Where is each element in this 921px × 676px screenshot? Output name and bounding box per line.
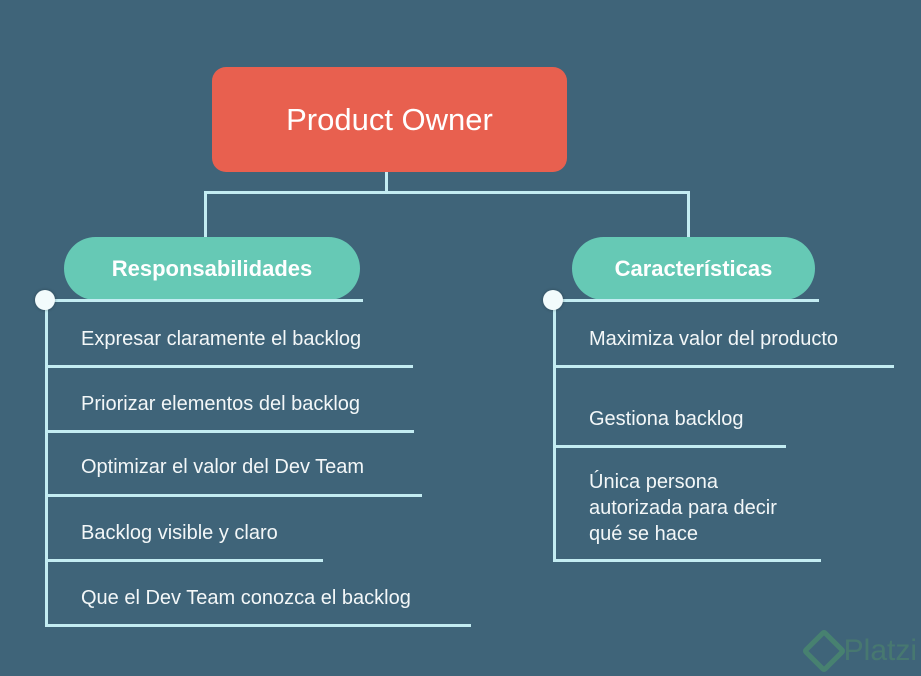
bullet-dot-icon	[35, 290, 55, 310]
watermark: Platzi	[801, 628, 917, 674]
list-item: Que el Dev Team conozca el backlog	[81, 587, 411, 609]
divider	[553, 365, 894, 368]
branch-label: Responsabilidades	[111, 255, 313, 281]
branch-left-spine	[45, 300, 48, 626]
list-item: Expresar claramente el backlog	[81, 328, 362, 350]
divider	[45, 365, 413, 368]
platzi-logo-icon	[801, 628, 847, 674]
list-item: Optimizar el valor del Dev Team	[81, 456, 365, 478]
connector-horizontal	[204, 191, 690, 194]
list-item: Única persona autorizada para decir qué …	[589, 471, 777, 545]
list-item: Gestiona backlog	[589, 408, 744, 430]
connector-left-down	[204, 191, 207, 237]
connector-right-down	[687, 191, 690, 237]
list-item: Backlog visible y claro	[81, 522, 278, 544]
branch-node-caracteristicas: Características	[572, 237, 815, 300]
root-label: Product Owner	[286, 101, 493, 137]
divider	[45, 430, 414, 433]
divider	[553, 445, 786, 448]
list-item: Priorizar elementos del backlog	[81, 393, 361, 415]
branch-label: Características	[614, 255, 773, 281]
root-node-product-owner: Product Owner	[212, 67, 567, 172]
divider	[45, 494, 422, 497]
divider	[553, 559, 821, 562]
divider	[553, 299, 819, 302]
connector-root-down	[385, 172, 388, 193]
divider	[45, 624, 471, 627]
branch-node-responsabilidades: Responsabilidades	[64, 237, 360, 300]
watermark-text: Platzi	[843, 634, 917, 667]
bullet-dot-icon	[543, 290, 563, 310]
divider	[45, 559, 323, 562]
branch-right-spine	[553, 300, 556, 561]
divider	[45, 299, 363, 302]
list-item: Maximiza valor del producto	[589, 328, 838, 350]
